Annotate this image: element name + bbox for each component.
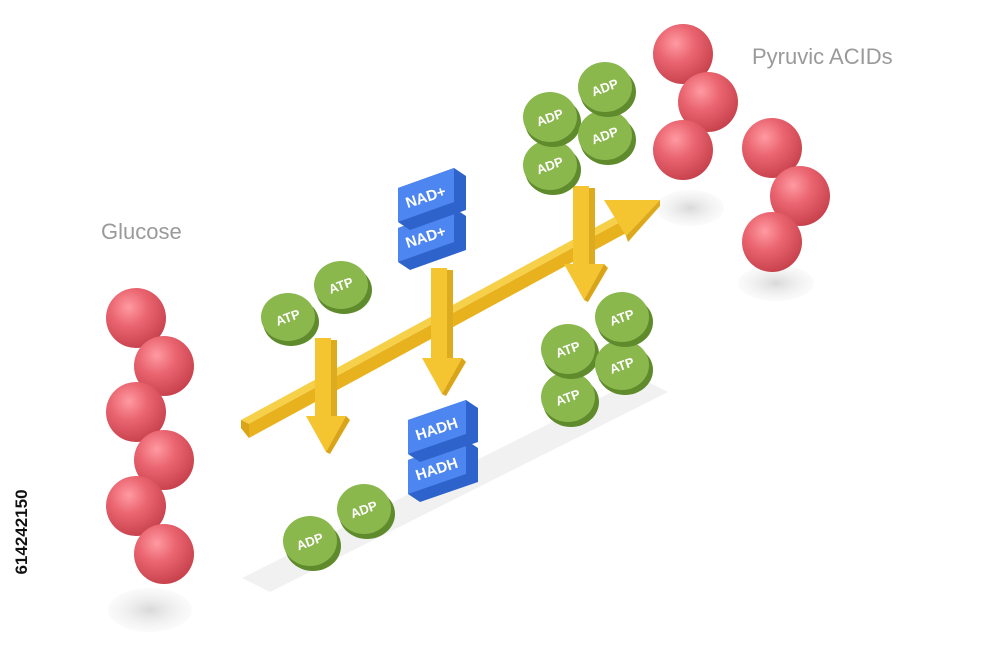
- nad-plus-box: NAD+: [398, 168, 466, 230]
- hadh-box: HADH: [408, 400, 478, 462]
- down-arrow: [422, 268, 466, 396]
- atp-output-group: ATP ATP ATP ATP: [541, 292, 653, 427]
- glucose-sphere: [134, 336, 194, 396]
- glucose-sphere: [134, 430, 194, 490]
- atp-token: ATP: [595, 292, 653, 347]
- pyruvic-chain-left: [653, 24, 738, 180]
- atp-token: ATP: [595, 340, 653, 395]
- adp-token: ADP: [523, 140, 581, 195]
- adp-token: ADP: [283, 516, 341, 571]
- glucose-sphere: [106, 476, 166, 536]
- adp-output-group: ADP ADP: [283, 484, 395, 571]
- atp-token: ATP: [314, 261, 372, 314]
- atp-token: ATP: [261, 293, 319, 346]
- adp-token: ADP: [523, 92, 581, 147]
- glucose-chain: [106, 288, 194, 584]
- atp-token: ATP: [541, 324, 599, 379]
- adp-token: ADP: [578, 62, 636, 117]
- pyruvic-chain-right: [742, 118, 830, 272]
- pyruvic-acids-label: Pyruvic ACIDs: [752, 44, 893, 69]
- pyruvic-sphere: [770, 166, 830, 226]
- down-arrow: [306, 338, 350, 454]
- pyruvic-sphere: [678, 72, 738, 132]
- pyruvic-sphere: [742, 118, 802, 178]
- atp-input-group: ATP ATP: [261, 261, 372, 346]
- adp-token: ADP: [578, 110, 636, 165]
- hadh-stack: HADH HADH: [408, 400, 478, 502]
- glucose-label: Glucose: [101, 219, 182, 244]
- atp-token: ATP: [541, 372, 599, 427]
- adp-top-group: ADP ADP ADP ADP: [523, 62, 636, 195]
- down-arrow: [564, 186, 608, 302]
- glucose-sphere: [134, 524, 194, 584]
- nad-plus-stack: NAD+ NAD+: [398, 168, 466, 270]
- pyruvic-sphere: [742, 212, 802, 272]
- pyruvic-sphere: [653, 24, 713, 84]
- pyruvic-shadow-right: [738, 265, 814, 301]
- glucose-shadow: [108, 588, 192, 632]
- glucose-sphere: [106, 288, 166, 348]
- adp-token: ADP: [337, 484, 395, 539]
- glucose-sphere: [106, 382, 166, 442]
- pyruvic-sphere: [653, 120, 713, 180]
- pyruvic-shadow-left: [656, 190, 724, 226]
